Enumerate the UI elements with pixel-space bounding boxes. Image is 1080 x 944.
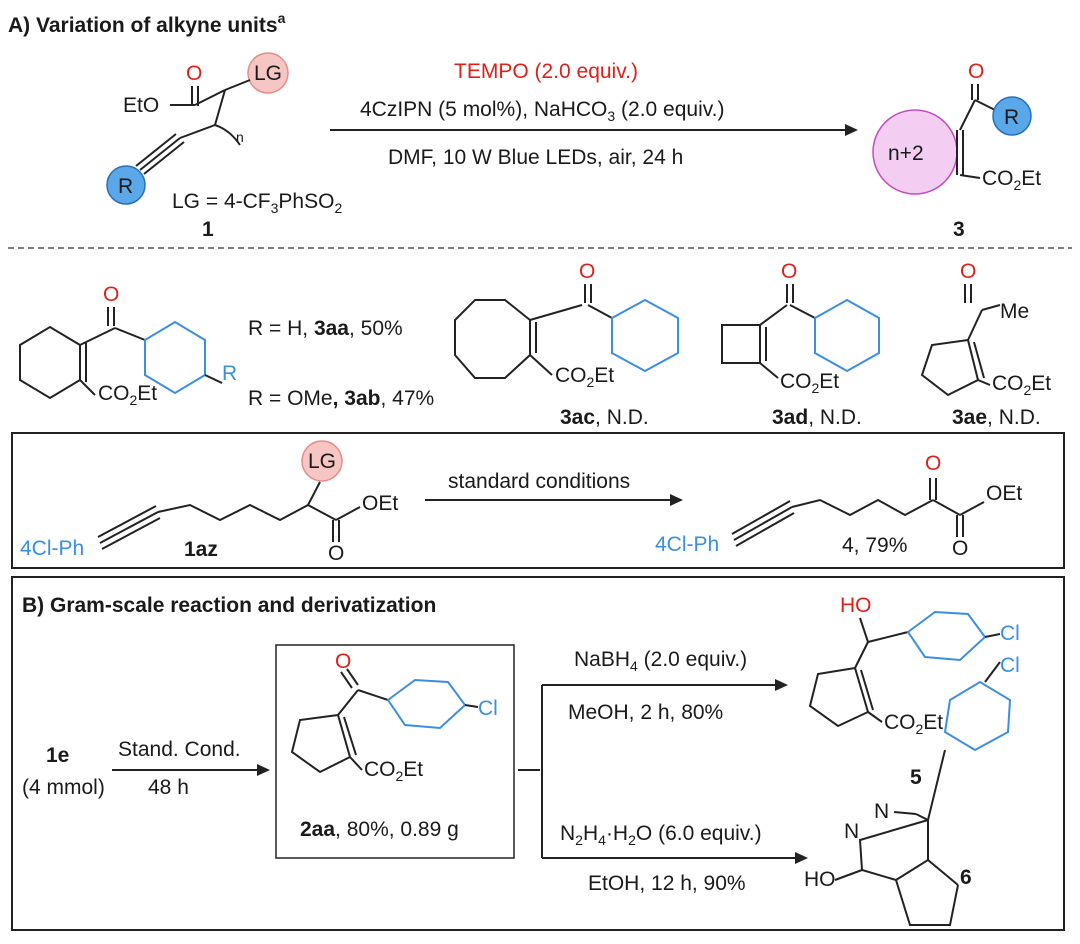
compound-3ad: O CO2Et 3ad, N.D. bbox=[721, 260, 880, 429]
prod-ring-label: n+2 bbox=[888, 142, 924, 165]
oxygen-2aa: O bbox=[335, 650, 351, 673]
compound-1az: 4Cl-Ph LG OEt O 1az bbox=[20, 440, 398, 565]
ho-5: HO bbox=[840, 594, 872, 617]
label-5: 5 bbox=[910, 766, 922, 789]
prod-r: R bbox=[1004, 106, 1019, 129]
compound-6: Cl N N HO 6 bbox=[804, 654, 1020, 926]
label-3ae: 3ae, N.D. bbox=[952, 406, 1041, 429]
compound-1e: 1e (4 mmol) bbox=[22, 744, 105, 799]
scope-ester: CO2Et bbox=[98, 382, 157, 408]
compound-3ac: O CO2Et 3ac, N.D. bbox=[454, 260, 679, 429]
label-6: 6 bbox=[960, 866, 972, 889]
reaction-a-conditions: TEMPO (2.0 equiv.) 4CzIPN (5 mol%), NaHC… bbox=[330, 60, 858, 169]
reagent-tempo: TEMPO (2.0 equiv.) bbox=[454, 60, 638, 83]
ester-2aa: CO2Et bbox=[364, 758, 423, 784]
label-1az: 1az bbox=[184, 538, 218, 561]
product-3: n+2 O R CO2Et 3 bbox=[872, 60, 1041, 241]
lg-circle-1az bbox=[301, 440, 343, 482]
o-4: O bbox=[952, 537, 968, 560]
sm-eto: EtO bbox=[123, 94, 159, 117]
label-4: 4, 79% bbox=[842, 534, 907, 557]
ester-3ad: CO2Et bbox=[780, 370, 839, 396]
prod-ester: CO2Et bbox=[982, 167, 1041, 193]
aryl-4: 4Cl-Ph bbox=[655, 533, 719, 556]
label-3ad: 3ad, N.D. bbox=[772, 406, 862, 429]
label-1e: 1e bbox=[46, 744, 69, 767]
cond-meoh: MeOH, 2 h, 80% bbox=[568, 701, 723, 724]
scope-oxygen: O bbox=[103, 283, 119, 306]
branch-arrows bbox=[518, 679, 808, 864]
o-1az: O bbox=[328, 542, 344, 565]
r-circle bbox=[106, 165, 146, 205]
sm-lg: LG bbox=[254, 62, 282, 85]
compound-3aa-3ab: O R CO2Et R = H, 3aa, 50% R = OMe, 3ab, … bbox=[19, 283, 434, 410]
label-3aa: R = H, 3aa, 50% bbox=[248, 317, 403, 340]
section-a-title: A) Variation of alkyne unitsa bbox=[8, 10, 286, 37]
reagent-hydrazine: N2H4·H2O (6.0 equiv.) bbox=[560, 822, 762, 848]
aryl-1az: 4Cl-Ph bbox=[20, 537, 84, 560]
label-2aa: 2aa, 80%, 0.89 g bbox=[300, 818, 459, 841]
ester-3ac: CO2Et bbox=[555, 364, 614, 390]
cl-5: Cl bbox=[1000, 622, 1020, 645]
box-1az bbox=[11, 432, 1065, 569]
compound-5: HO Cl CO2Et 5 bbox=[808, 594, 1020, 789]
ho-6: HO bbox=[804, 868, 836, 891]
standard-conditions-label: standard conditions bbox=[448, 470, 630, 493]
reagent-nabh4: NaBH4 (2.0 equiv.) bbox=[574, 648, 747, 674]
scope-r: R bbox=[222, 362, 237, 385]
compound-4: 4Cl-Ph O OEt O 4, 79% bbox=[655, 452, 1022, 560]
cl-2aa: Cl bbox=[478, 697, 498, 720]
amount-1e: (4 mmol) bbox=[22, 776, 105, 799]
box-section-b bbox=[11, 576, 1065, 931]
prod-oxygen: O bbox=[968, 60, 984, 83]
reaction-1az-arrow: standard conditions bbox=[425, 470, 683, 506]
oxygen-3ac: O bbox=[579, 260, 595, 283]
time-48h-label: 48 h bbox=[148, 776, 189, 799]
reagent-line2: DMF, 10 W Blue LEDs, air, 24 h bbox=[388, 146, 683, 169]
ketone-o-4: O bbox=[925, 452, 941, 475]
lg-definition: LG = 4-CF3PhSO2 bbox=[172, 190, 342, 216]
compound-3ae: O Me CO2Et 3ae, N.D. bbox=[920, 260, 1051, 429]
ester-5: CO2Et bbox=[884, 711, 943, 737]
stand-cond-label: Stand. Cond. bbox=[118, 738, 241, 761]
section-b-title: B) Gram-scale reaction and derivatizatio… bbox=[22, 594, 436, 617]
oet-1az: OEt bbox=[362, 492, 398, 515]
lg-circle bbox=[247, 52, 289, 94]
lg-1az: LG bbox=[308, 450, 336, 473]
oet-4: OEt bbox=[986, 482, 1022, 505]
oxygen-3ae: O bbox=[960, 260, 976, 283]
label-3ab: R = OMe, 3ab, 47% bbox=[248, 387, 434, 410]
gram-scale-arrow: Stand. Cond. 48 h bbox=[112, 738, 270, 799]
cond-etoh: EtOH, 12 h, 90% bbox=[588, 872, 746, 895]
n1-6: N bbox=[844, 820, 859, 843]
box-2aa bbox=[275, 644, 515, 859]
label-3ac: 3ac, N.D. bbox=[560, 406, 649, 429]
sm-label: 1 bbox=[202, 218, 214, 241]
cl-6: Cl bbox=[1000, 654, 1020, 677]
prod-label: 3 bbox=[953, 218, 965, 241]
sm-r: R bbox=[118, 175, 133, 198]
starting-material-1: O EtO LG n R LG = 4-CF3PhSO2 1 bbox=[106, 52, 342, 241]
reagent-line1: 4CzIPN (5 mol%), NaHCO3 (2.0 equiv.) bbox=[360, 98, 725, 124]
prod-r-circle bbox=[992, 96, 1032, 136]
compound-2aa: O Cl CO2Et 2aa, 80%, 0.89 g bbox=[290, 650, 498, 841]
n2-6: N bbox=[874, 800, 889, 823]
oxygen-3ad: O bbox=[781, 260, 797, 283]
sm-n: n bbox=[236, 129, 244, 145]
ester-3ae: CO2Et bbox=[992, 372, 1051, 398]
methyl-3ae: Me bbox=[1000, 300, 1029, 323]
sm-oxygen: O bbox=[186, 62, 202, 85]
